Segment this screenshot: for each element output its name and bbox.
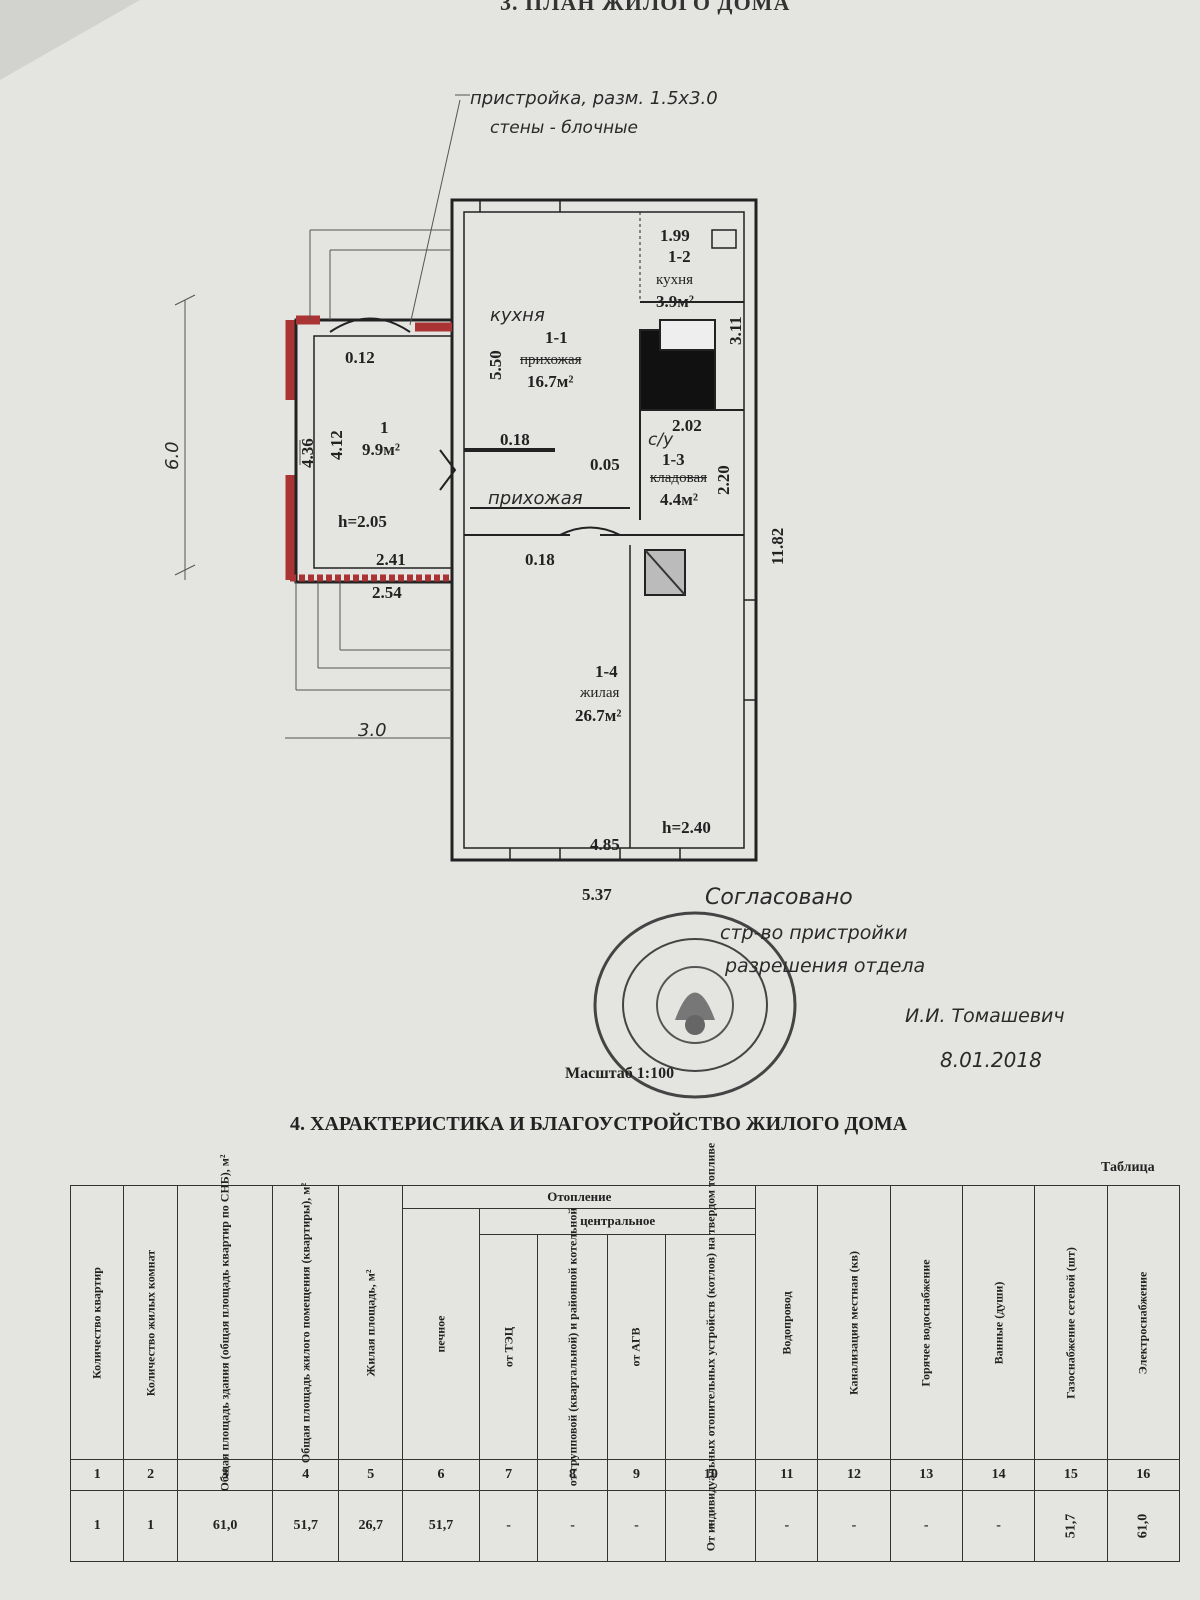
col-header-10: От индивидуальных отопительных устройств… <box>665 1143 757 1551</box>
col-header-13: Горячее водоснабжение <box>889 1185 963 1460</box>
dim-2-41: 2.41 <box>376 550 406 569</box>
official-stamp <box>593 911 797 1099</box>
house-inner-wall <box>463 211 745 849</box>
dim-5-50: 5.50 <box>486 350 505 380</box>
col-header-5: Жилая площадь, м² <box>338 1185 404 1460</box>
dim-3-11: 3.11 <box>726 316 745 345</box>
heating-group-header: Отопление <box>402 1185 757 1209</box>
room-1-3-hand-name: с/у <box>648 430 674 450</box>
col-header-2: Количество жилых комнат <box>123 1185 178 1460</box>
col-header-7: от ТЭЦ <box>478 1233 539 1461</box>
col-header-9: от АГВ <box>606 1233 667 1461</box>
dim-2-20: 2.20 <box>714 465 733 495</box>
approval-date: 8.01.2018 <box>940 1048 1042 1072</box>
room-1-1-name: прихожая <box>520 352 582 368</box>
col-header-8: от групповой (квартальной) и районной ко… <box>537 1208 608 1486</box>
room-1-4-area: 26.7м² <box>575 706 622 725</box>
col-header-6: печное <box>402 1208 480 1460</box>
dim-h-2-05: h=2.05 <box>338 512 387 531</box>
plan-title: 3. ПЛАН ЖИЛОГО ДОМА <box>500 0 791 15</box>
dim-h-2-40: h=2.40 <box>662 818 711 837</box>
col-header-1: Количество квартир <box>69 1185 125 1460</box>
annex-note-line2: стены - блочные <box>490 118 638 138</box>
dim-0-18-top: 0.18 <box>500 430 530 449</box>
floor-plan-drawing <box>174 94 758 862</box>
page-fold-shadow <box>0 0 140 80</box>
col-header-15: Газоснабжение сетевой (шт) <box>1034 1185 1108 1460</box>
room-1-4-name: жилая <box>580 685 620 701</box>
dim-4-85: 4.85 <box>590 835 620 854</box>
annex-note-line1: пристройка, разм. 1.5х3.0 <box>470 88 718 109</box>
room-1-3-id: 1-3 <box>662 450 685 469</box>
section-4-title: 4. ХАРАКТЕРИСТИКА И БЛАГОУСТРОЙСТВО ЖИЛО… <box>290 1113 908 1135</box>
dim-0-18-bottom: 0.18 <box>525 550 555 569</box>
dim-5-37: 5.37 <box>582 885 612 904</box>
table-caption: Таблица <box>1101 1160 1155 1175</box>
room-1-3-name: кладовая <box>650 470 708 486</box>
dim-2-02: 2.02 <box>672 416 702 435</box>
approval-line2: стр-во пристройки <box>720 922 908 944</box>
col-header-16: Электроснабжение <box>1106 1185 1181 1460</box>
central-group-header: центральное <box>478 1208 757 1235</box>
scale-label: Масштаб 1:100 <box>565 1065 675 1082</box>
dim-0-05: 0.05 <box>590 455 620 474</box>
dim-0-12: 0.12 <box>345 348 375 367</box>
dim-11-82: 11.82 <box>768 527 787 565</box>
dim-1-99: 1.99 <box>660 226 690 245</box>
hall-label: прихожая <box>488 488 583 509</box>
room-1-1-area: 16.7м² <box>527 372 574 391</box>
room-1-2-name: кухня <box>656 272 694 288</box>
dim-3-0: 3.0 <box>358 720 387 741</box>
characteristics-table: Количество квартир Количество жилых комн… <box>69 1143 1181 1562</box>
approval-line3: разрешения отдела <box>725 955 926 977</box>
room-1-area: 9.9м² <box>362 440 400 459</box>
col-header-11: Водопровод <box>755 1185 819 1460</box>
col-header-14: Ванные (души) <box>961 1185 1036 1460</box>
approval-line1: Согласовано <box>705 885 853 910</box>
dim-4-36: 4.36 <box>298 438 317 468</box>
col-header-12: Канализация местная (кв) <box>817 1185 891 1460</box>
room-1-1-hand-name: кухня <box>490 305 545 326</box>
room-1-id: 1 <box>380 418 389 437</box>
room-1-1-id: 1-1 <box>545 328 568 347</box>
room-1-4-id: 1-4 <box>595 662 618 681</box>
approval-name: И.И. Томашевич <box>905 1005 1065 1027</box>
room-1-2-id: 1-2 <box>668 247 691 266</box>
room-1-2-area: 3.9м² <box>656 292 694 311</box>
dim-4-12: 4.12 <box>327 430 346 460</box>
room-1-3-area: 4.4м² <box>660 490 698 509</box>
dim-2-54: 2.54 <box>372 583 402 602</box>
col-header-4: Общая площадь жилого помещения (квартиры… <box>272 1182 340 1463</box>
dim-6-0: 6.0 <box>162 441 183 470</box>
col-header-3: Общая площадь здания (общая площадь квар… <box>176 1154 274 1491</box>
